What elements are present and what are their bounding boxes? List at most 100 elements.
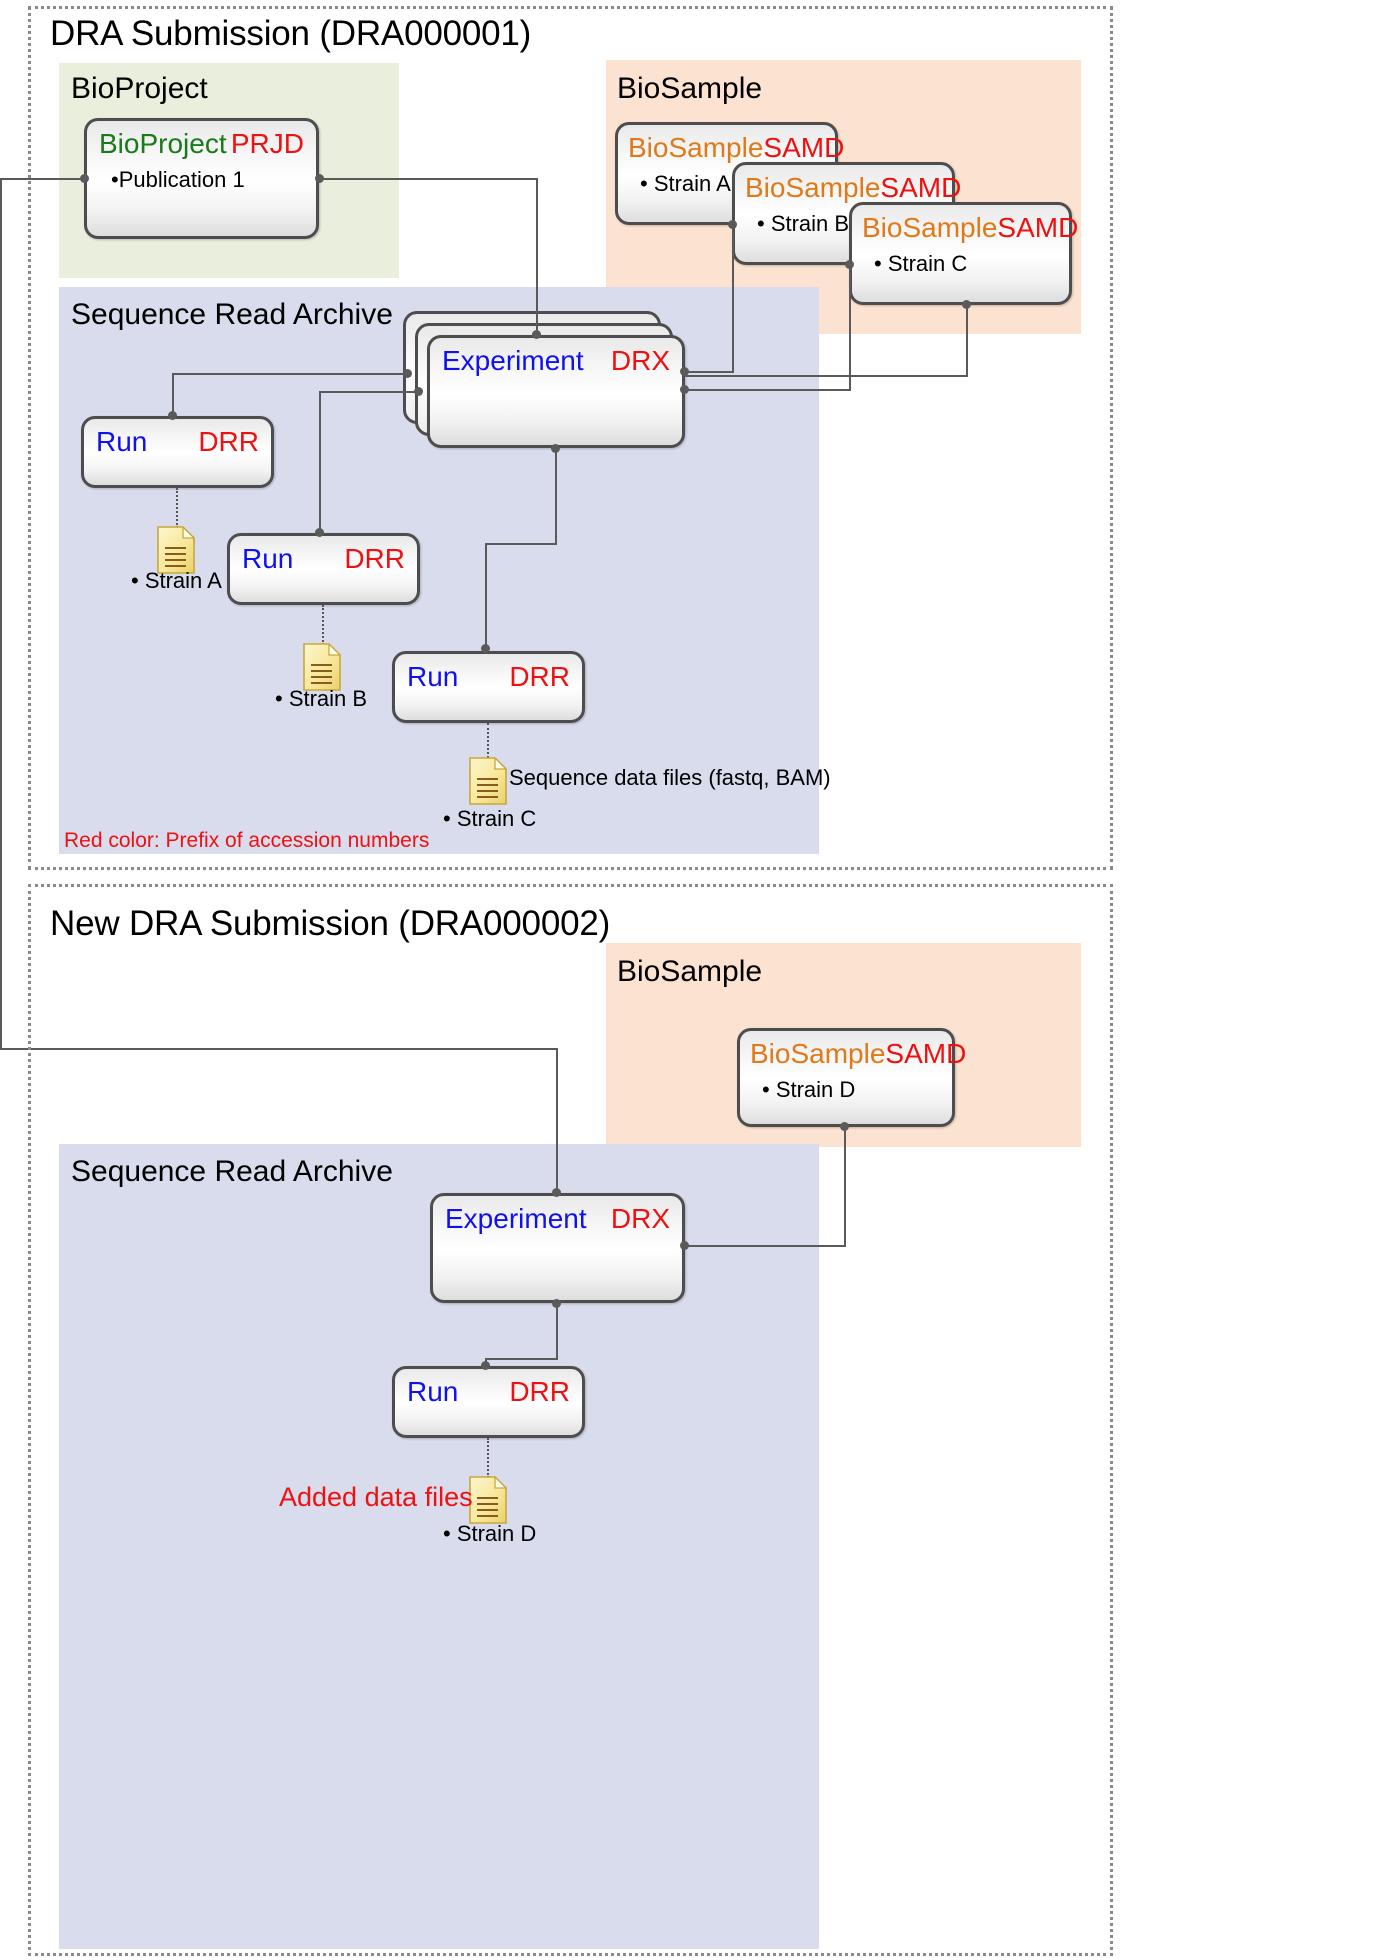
node-bioproject-body: •Publication 1 — [111, 167, 245, 192]
connector-dot-experiment2-top — [552, 1188, 561, 1197]
node-biosample-c-head: BioSample SAMD — [862, 212, 1078, 244]
node-experiment-1-type: Experiment — [442, 345, 584, 376]
connector-bioproject-to-experiment-v — [536, 178, 538, 334]
connector-bioproject-to-left-rail — [0, 178, 86, 180]
document-icon — [157, 526, 195, 574]
dotted-link-runD-file — [487, 1438, 489, 1478]
connector-biosampleC-h — [684, 375, 968, 377]
node-biosample-d[interactable]: BioSample SAMD • Strain D — [737, 1028, 966, 1127]
node-experiment-2-type: Experiment — [445, 1203, 587, 1234]
connector-dot-experiment-left-1 — [403, 369, 412, 378]
node-run-b-prefix: DRR — [344, 543, 405, 574]
connector-experiment-to-runB-v — [319, 391, 321, 532]
connector-biosampleD-v — [844, 1126, 846, 1246]
node-run-a[interactable]: Run DRR — [81, 416, 274, 488]
node-biosample-b-prefix: SAMD — [880, 172, 962, 203]
connector-bioproject-right-h — [320, 178, 538, 180]
biosample-panel-title-2: BioSample — [617, 955, 763, 988]
file-label-strain-b: • Strain B — [275, 686, 368, 711]
node-biosample-a-type: BioSample — [628, 132, 764, 163]
connector-biosampleB-h — [684, 389, 851, 391]
node-run-a-prefix: DRR — [198, 426, 259, 457]
connector-experiment-to-runB-h — [319, 391, 418, 393]
node-bioproject[interactable]: BioProject PRJD •Publication 1 — [84, 118, 319, 239]
node-experiment-1[interactable]: Experiment DRX — [427, 335, 685, 448]
node-run-d-head: Run DRR — [407, 1376, 570, 1408]
legend-red-color: Red color: Prefix of accession numbers — [64, 829, 430, 852]
submission-title-2: New DRA Submission (DRA000002) — [50, 904, 611, 943]
node-biosample-b-body: • Strain B — [757, 211, 850, 236]
connector-left-rail-to-sub2 — [0, 1048, 558, 1050]
node-run-a-type: Run — [96, 426, 148, 457]
submission-frame-1 — [28, 6, 1113, 870]
node-run-b-type: Run — [242, 543, 294, 574]
document-icon — [303, 643, 341, 691]
node-experiment-2-prefix: DRX — [610, 1203, 670, 1234]
node-biosample-c[interactable]: BioSample SAMD • Strain C — [849, 202, 1078, 305]
node-biosample-a-head: BioSample SAMD — [628, 132, 844, 164]
connector-experiment-to-runC-v1 — [555, 448, 557, 544]
file-caption-sequence-data-files: Sequence data files (fastq, BAM) — [509, 765, 831, 790]
node-biosample-d-prefix: SAMD — [885, 1038, 967, 1069]
biosample-panel-title-1: BioSample — [617, 72, 763, 105]
sra-panel-title-1: Sequence Read Archive — [71, 298, 393, 331]
node-run-a-head: Run DRR — [96, 426, 259, 458]
connector-dot-runC-top — [481, 644, 490, 653]
file-label-strain-a: • Strain A — [131, 568, 222, 593]
node-biosample-b-type: BioSample — [745, 172, 881, 203]
file-label-strain-c: • Strain C — [443, 806, 537, 831]
sra-panel-title-2: Sequence Read Archive — [71, 1155, 393, 1188]
node-biosample-d-body: • Strain D — [762, 1077, 856, 1102]
node-experiment-2-head: Experiment DRX — [445, 1203, 670, 1235]
node-biosample-d-type: BioSample — [750, 1038, 886, 1069]
dotted-link-runC-file — [487, 723, 489, 758]
node-run-b-head: Run DRR — [242, 543, 405, 575]
connector-dot-experiment-right-1 — [680, 367, 689, 376]
connector-experiment-to-runC-h — [485, 543, 557, 545]
document-icon — [469, 1476, 507, 1524]
connector-dot-runA-top — [168, 411, 177, 420]
node-biosample-c-type: BioSample — [862, 212, 998, 243]
node-run-d-type: Run — [407, 1376, 459, 1407]
connector-experiment2-to-runD-v1 — [556, 1303, 558, 1359]
connector-left-rail-vertical — [0, 178, 2, 1050]
connector-dot-experiment2-right — [680, 1241, 689, 1250]
node-experiment-1-head: Experiment DRX — [442, 345, 670, 377]
file-label-strain-d: • Strain D — [443, 1521, 537, 1546]
node-biosample-b-head: BioSample SAMD — [745, 172, 961, 204]
node-bioproject-prefix: PRJD — [230, 128, 304, 159]
connector-dot-bioproject-right — [315, 174, 324, 183]
connector-experiment-to-runA-h — [172, 373, 407, 375]
node-run-d-prefix: DRR — [509, 1376, 570, 1407]
node-biosample-d-head: BioSample SAMD — [750, 1038, 966, 1070]
node-run-c-head: Run DRR — [407, 661, 570, 693]
connector-experiment-to-runA-v — [172, 373, 174, 415]
connector-dot-experiment-left-2 — [414, 387, 423, 396]
connector-experiment2-to-runD-h — [485, 1358, 558, 1360]
node-biosample-a-body: • Strain A — [640, 171, 731, 196]
node-run-c[interactable]: Run DRR — [392, 651, 585, 723]
node-run-b[interactable]: Run DRR — [227, 533, 420, 605]
node-biosample-c-prefix: SAMD — [997, 212, 1079, 243]
connector-biosampleA-v — [732, 224, 734, 372]
bioproject-panel-title: BioProject — [71, 72, 208, 105]
connector-biosampleB-v — [849, 264, 851, 390]
node-bioproject-type: BioProject — [99, 128, 227, 159]
node-run-d[interactable]: Run DRR — [392, 1366, 585, 1438]
document-icon — [469, 757, 507, 805]
connector-experiment-to-runC-v2 — [485, 543, 487, 648]
connector-biosampleA-h — [684, 371, 734, 373]
node-experiment-2[interactable]: Experiment DRX — [430, 1193, 685, 1303]
submission-frame-2 — [28, 884, 1113, 1956]
file-caption-added-data-files: Added data files — [279, 1482, 473, 1512]
dotted-link-runA-file — [176, 488, 178, 528]
dotted-link-runB-file — [322, 605, 324, 645]
node-biosample-a-prefix: SAMD — [763, 132, 845, 163]
connector-dot-experiment-top — [532, 330, 541, 339]
node-biosample-c-body: • Strain C — [874, 251, 968, 276]
node-bioproject-head: BioProject PRJD — [99, 128, 304, 160]
connector-biosampleD-h — [684, 1245, 846, 1247]
node-run-c-type: Run — [407, 661, 459, 692]
submission-title-1: DRA Submission (DRA000001) — [50, 14, 532, 53]
